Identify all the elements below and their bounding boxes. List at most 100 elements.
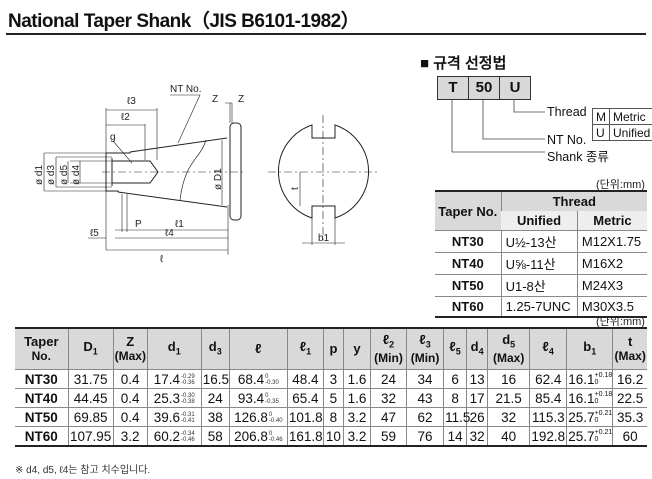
- column-header: t(Max): [612, 328, 647, 370]
- cell-value: 161.8: [288, 428, 323, 444]
- label-z-right: Z: [238, 94, 244, 105]
- cell-value: 6: [451, 371, 459, 387]
- tolerance-lower: -0.30: [265, 379, 279, 386]
- tolerance: -0.31-0.41: [181, 412, 195, 424]
- cell-value: 115.3: [531, 409, 565, 425]
- header-metric: Metric: [576, 211, 647, 231]
- cell-value: 16.1: [568, 390, 595, 406]
- table-cell: 65.4: [286, 388, 324, 408]
- label-d3: ø d3: [46, 165, 57, 185]
- tolerance-lower: -0.36: [181, 379, 195, 386]
- table-cell: 13: [466, 369, 488, 389]
- cell-value: 76: [417, 428, 433, 444]
- column-header: p: [322, 328, 344, 370]
- table-cell: 38: [200, 407, 230, 427]
- cell-value: 93.4: [237, 390, 265, 406]
- header-symbol: Taper: [24, 334, 59, 349]
- table-cell: 48.4: [286, 369, 324, 389]
- cell-value: 44.45: [73, 390, 108, 406]
- cell-value: 60.2: [153, 428, 181, 444]
- label-b1: b1: [318, 233, 330, 244]
- table-cell: 6: [443, 369, 467, 389]
- cell-value: 5: [329, 390, 338, 406]
- cell-value: 40: [501, 428, 517, 444]
- header-note: (Max): [114, 349, 146, 363]
- cell-value: 16: [501, 371, 517, 387]
- table-cell: 69.85: [67, 407, 114, 427]
- tolerance-upper: 0: [265, 392, 269, 399]
- header-note: (Max): [614, 349, 646, 363]
- table-cell: 44.45: [67, 388, 114, 408]
- table-cell: 24: [369, 369, 407, 389]
- table-cell: 32: [487, 407, 530, 427]
- table-cell: 62: [406, 407, 444, 427]
- cell-value: 192.8: [531, 428, 566, 444]
- cell-value: 26: [469, 409, 485, 425]
- thread-unit: (단위:mm): [596, 179, 645, 191]
- table-cell: NT40: [15, 388, 69, 408]
- tolerance-lower: 0: [594, 378, 599, 386]
- cell-value: 3.2: [347, 428, 367, 444]
- header-note: (Max): [493, 351, 525, 366]
- code-nt: 50: [468, 76, 500, 100]
- header-subscript: 4: [548, 346, 554, 357]
- cell-value: 69.85: [73, 409, 108, 425]
- column-header: b1: [566, 328, 613, 370]
- cell-value: 62: [417, 409, 433, 425]
- tolerance-upper: +0.21: [594, 428, 613, 436]
- tolerance-lower: 0: [594, 416, 599, 424]
- table-cell: 3.2: [342, 426, 371, 446]
- header-unified: Unified: [501, 211, 578, 231]
- cell-value: 107.95: [69, 428, 112, 444]
- cell-value: 17.4: [153, 371, 181, 387]
- table-cell: 68.40-0.30: [228, 369, 288, 389]
- label-d4: ø d4: [71, 165, 82, 185]
- table-cell: 21.5: [487, 388, 530, 408]
- tolerance: -0.29-0.36: [181, 374, 195, 386]
- table-cell: 32: [466, 426, 488, 446]
- header-subscript: 3: [216, 346, 222, 357]
- cell-value: 3.2: [347, 409, 367, 425]
- tolerance-upper: -0.31: [181, 411, 195, 418]
- header-taper: Taper No.: [435, 191, 502, 231]
- cell-value: 39.6: [153, 409, 181, 425]
- end-view-dimension-lines: [299, 172, 345, 245]
- column-header: ℓ1: [286, 328, 324, 370]
- tolerance-upper: -0.30: [181, 392, 195, 399]
- main-unit: (단위:mm): [596, 316, 645, 328]
- table-cell: 43: [406, 388, 444, 408]
- tolerance: 0-0.30: [265, 374, 279, 386]
- column-header: Z(Max): [112, 328, 148, 370]
- table-cell: 26: [466, 407, 488, 427]
- cell-value: 24: [207, 390, 223, 406]
- header-symbol: Z: [126, 334, 135, 349]
- cell-value: 60: [622, 428, 638, 444]
- cell-value: 68.4: [237, 371, 265, 387]
- table-cell: 17.4-0.29-0.36: [146, 369, 202, 389]
- taper-no: NT50: [435, 274, 502, 297]
- cell-value: 8: [451, 390, 459, 406]
- table-cell: 93.40-0.35: [228, 388, 288, 408]
- table-cell: 24: [200, 388, 230, 408]
- tolerance-upper: 0: [268, 411, 273, 418]
- code-u: U: [592, 124, 610, 141]
- cell-value: 25.7: [568, 409, 595, 425]
- cell-value: 65.4: [292, 390, 319, 406]
- cell-value: 21.5: [495, 390, 522, 406]
- page-title: National Taper Shank（JIS B6101-1982）: [8, 11, 360, 32]
- table-cell: 16: [487, 369, 530, 389]
- unified-thread: U½-13산: [500, 230, 578, 253]
- tolerance: -0.30-0.38: [181, 393, 195, 405]
- label-nt-no: NT No.: [170, 84, 202, 95]
- table-cell: NT50: [15, 407, 69, 427]
- table-cell: 161.8: [286, 426, 324, 446]
- cell-value: 0.4: [120, 390, 140, 406]
- label-l1: ℓ1: [175, 219, 184, 230]
- table-cell: NT30: [15, 369, 69, 389]
